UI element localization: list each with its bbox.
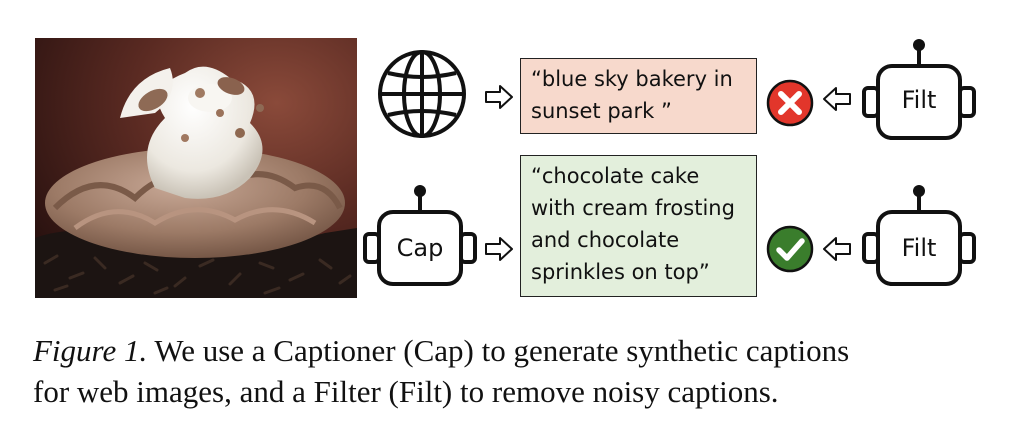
cake-photo: [35, 38, 357, 298]
captioner-label: Cap: [396, 234, 444, 262]
synthetic-caption-line-4: sprinkles on top”: [531, 260, 710, 284]
arrow-right-icon: [485, 237, 513, 261]
filter-label-bottom: Filt: [901, 234, 937, 262]
synthetic-caption: “chocolate cake with cream frosting and …: [520, 155, 757, 297]
synthetic-caption-line-2: with cream frosting: [531, 196, 735, 220]
reject-icon: [766, 79, 814, 127]
figure-label: Figure 1.: [33, 333, 148, 368]
synthetic-caption-line-3: and chocolate: [531, 228, 680, 252]
cake-photo-image: [35, 38, 357, 298]
noisy-web-caption: “blue sky bakery in sunset park ”: [520, 58, 757, 134]
figure-caption-line-2: for web images, and a Filter (Filt) to r…: [33, 374, 779, 409]
figure-caption: Figure 1. We use a Captioner (Cap) to ge…: [33, 330, 993, 412]
captioner-robot-icon: [363, 185, 477, 286]
figure-caption-text-1: We use a Captioner (Cap) to generate syn…: [147, 333, 850, 368]
arrow-right-icon: [485, 85, 513, 109]
arrow-left-icon: [823, 237, 851, 261]
filter-robot-top-icon: [862, 39, 976, 140]
noisy-caption-line-1: “blue sky bakery in: [531, 67, 733, 91]
synthetic-caption-line-1: “chocolate cake: [531, 164, 700, 188]
arrow-left-icon: [823, 87, 851, 111]
figure-caption-line-1: Figure 1. We use a Captioner (Cap) to ge…: [33, 330, 993, 371]
filter-label-top: Filt: [901, 86, 937, 114]
noisy-caption-line-2: sunset park ”: [531, 99, 672, 123]
accept-icon: [766, 225, 814, 273]
filter-robot-bottom-icon: [862, 185, 976, 286]
globe-icon: [378, 50, 466, 138]
